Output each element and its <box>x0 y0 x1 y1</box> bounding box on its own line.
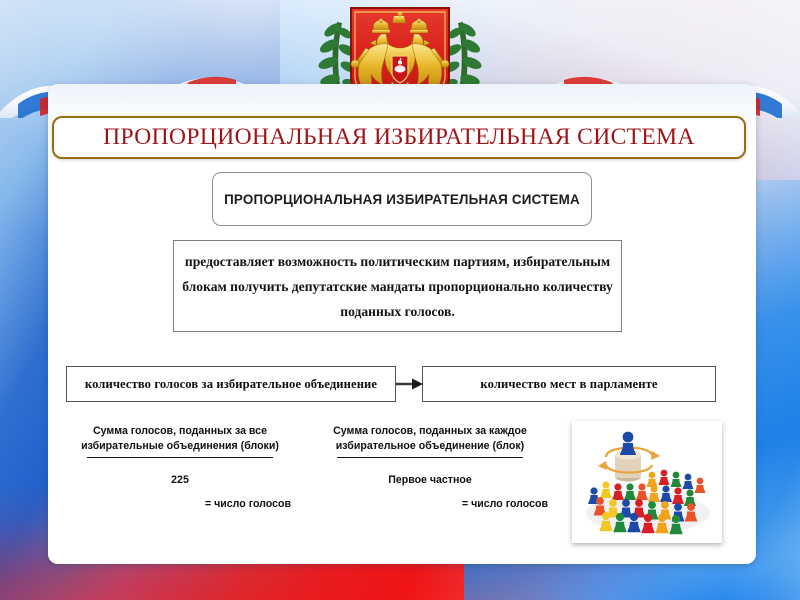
formula-1-equals-label: = число голосов <box>205 498 291 510</box>
diagram-heading-text: ПРОПОРЦИОНАЛЬНАЯ ИЗБИРАТЕЛЬНАЯ СИСТЕМА <box>224 191 580 207</box>
diagram-heading-box: ПРОПОРЦИОНАЛЬНАЯ ИЗБИРАТЕЛЬНАЯ СИСТЕМА <box>212 172 592 226</box>
flow-box-votes: количество голосов за избирательное объе… <box>66 366 396 402</box>
flow-box-seats-label: количество мест в парламенте <box>480 376 658 391</box>
flow-box-seats: количество мест в парламенте <box>422 366 716 402</box>
formula-2-fraction-bar <box>337 457 523 458</box>
page-title: ПРОПОРЦИОНАЛЬНАЯ ИЗБИРАТЕЛЬНАЯ СИСТЕМА <box>52 116 746 159</box>
diagram-definition-box: предоставляет возможность политическим п… <box>173 240 622 332</box>
pawn-crowd <box>588 469 706 535</box>
formula-seat-allocation: Сумма голосов, поданных за каждое избира… <box>325 424 535 488</box>
right-arrow-icon <box>396 378 423 390</box>
leader-pawn <box>620 431 636 455</box>
diagram-definition-text: предоставляет возможность политическим п… <box>182 253 613 319</box>
formula-2-denominator: Первое частное <box>388 474 472 486</box>
formula-1-numerator: Сумма голосов, поданных за все избирател… <box>81 425 279 452</box>
formula-first-quotient: Сумма голосов, поданных за все избирател… <box>75 424 285 488</box>
flow-box-votes-label: количество голосов за избирательное объе… <box>84 376 378 391</box>
formula-1-denominator: 225 <box>171 474 189 486</box>
colored-pawns-crowd-photo <box>572 421 722 543</box>
pawns-illustration <box>572 421 722 543</box>
formula-2-equals-label: = число голосов <box>462 498 548 510</box>
page-title-text: ПРОПОРЦИОНАЛЬНАЯ ИЗБИРАТЕЛЬНАЯ СИСТЕМА <box>103 124 695 150</box>
formula-2-numerator: Сумма голосов, поданных за каждое избира… <box>333 425 527 452</box>
formula-1-fraction-bar <box>87 457 273 458</box>
diagram-sheet <box>62 163 532 543</box>
